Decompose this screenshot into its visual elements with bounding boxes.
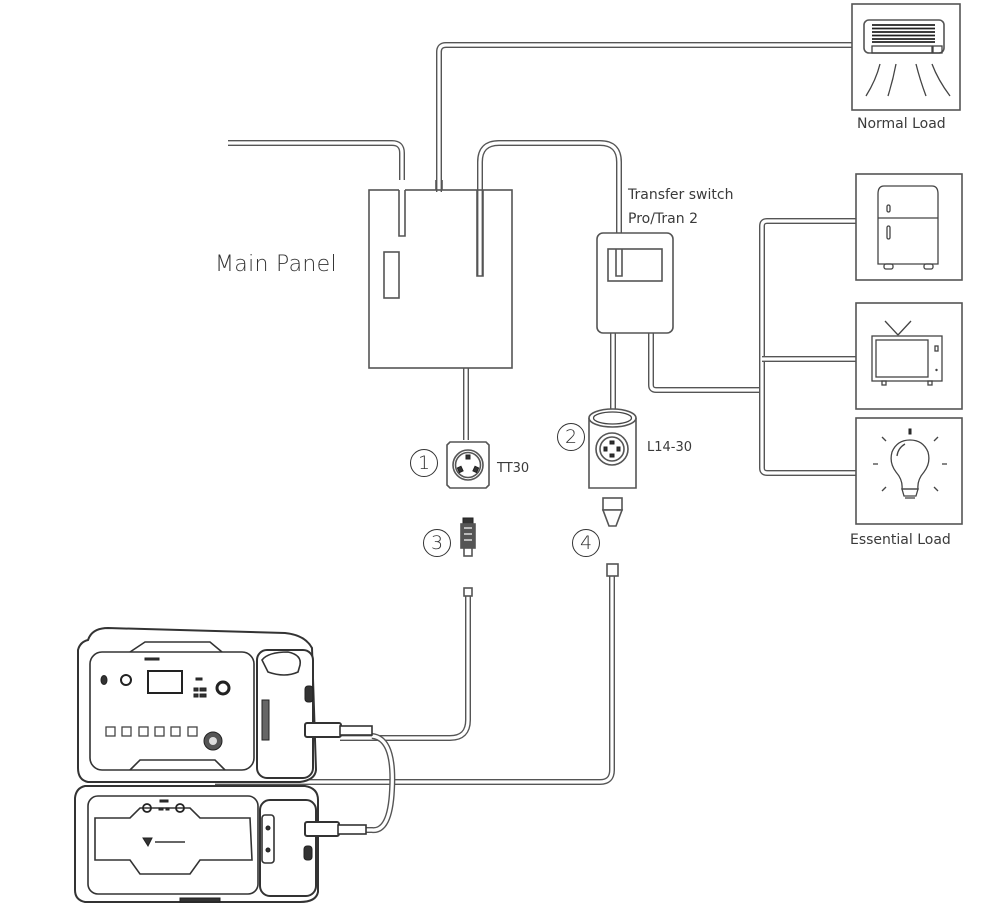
l14-30-label: L14-30 (647, 440, 693, 455)
wire-transfer-switch-to-essential-loads (648, 218, 856, 476)
wire-panel-to-transfer-switch (477, 140, 622, 276)
ac-outlets (105, 726, 223, 751)
refrigerator-icon (877, 185, 939, 270)
light-bulb-icon (873, 428, 947, 499)
callout-4: 4 (572, 529, 600, 557)
air-conditioner-icon (863, 19, 951, 97)
normal-load-label: Normal Load (857, 116, 946, 132)
transfer-switch-model-label: Pro/Tran 2 (628, 211, 698, 227)
tt30-plug (460, 517, 476, 597)
l14-30-inlet (588, 408, 637, 489)
wire-utility-feed (228, 140, 405, 237)
transfer-switch (596, 232, 674, 334)
television-icon (871, 320, 943, 386)
essential-load-tv-box (855, 302, 963, 410)
essential-load-bulb-box (855, 417, 963, 525)
wire-battery-link (355, 733, 396, 834)
wire-tt30-cable (340, 595, 471, 741)
callout-2: 2 (557, 423, 585, 451)
tt30-outlet (446, 441, 490, 489)
normal-load-box (851, 3, 961, 111)
power-station-icon (77, 626, 373, 783)
main-panel-label: Main Panel (215, 252, 337, 277)
tt30-label: TT30 (497, 461, 530, 476)
transfer-switch-label: Transfer switch (628, 187, 734, 203)
main-panel (368, 180, 513, 369)
wire-panel-to-normal-load (436, 42, 852, 192)
l14-30-plug (601, 497, 624, 577)
expansion-battery-icon (74, 785, 367, 903)
essential-load-fridge-box (855, 173, 963, 281)
callout-3: 3 (423, 529, 451, 557)
wire-l14-cable (215, 575, 615, 785)
callout-1: 1 (410, 449, 438, 477)
essential-load-label: Essential Load (850, 532, 951, 548)
